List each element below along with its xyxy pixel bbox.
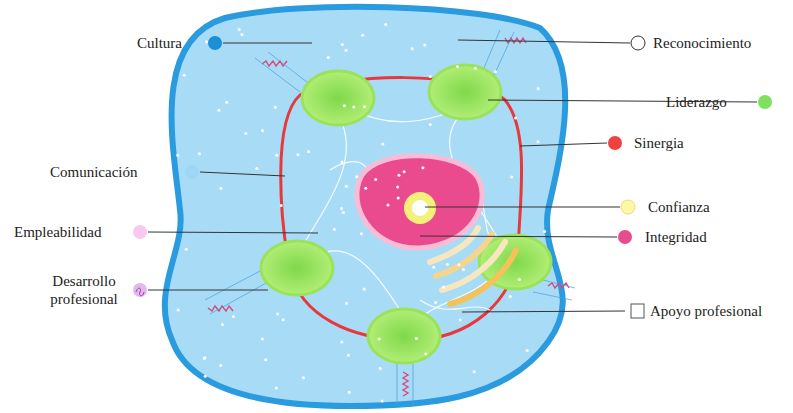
channels (208, 38, 569, 396)
part-label: Reconocimiento (653, 34, 751, 52)
part-label: Empleabilidad (14, 223, 101, 241)
part-label: Cultura (137, 34, 182, 52)
nucleus (357, 156, 482, 248)
part-label: Sinergia (634, 134, 684, 152)
part-label: Confianza (648, 198, 710, 216)
leader-lines (148, 40, 757, 312)
cell-membrane (165, 7, 565, 406)
nucleolus (404, 192, 436, 224)
filaments (300, 110, 505, 318)
part-label: Liderazgo (666, 93, 727, 111)
part-label: Apoyo profesional (650, 302, 762, 320)
part-label: Desarrollo profesional (36, 272, 132, 308)
label-markers (133, 36, 772, 318)
part-label: Comunicación (50, 163, 137, 181)
part-label: Integridad (645, 228, 707, 246)
organelles (261, 65, 551, 363)
golgi (430, 228, 516, 304)
